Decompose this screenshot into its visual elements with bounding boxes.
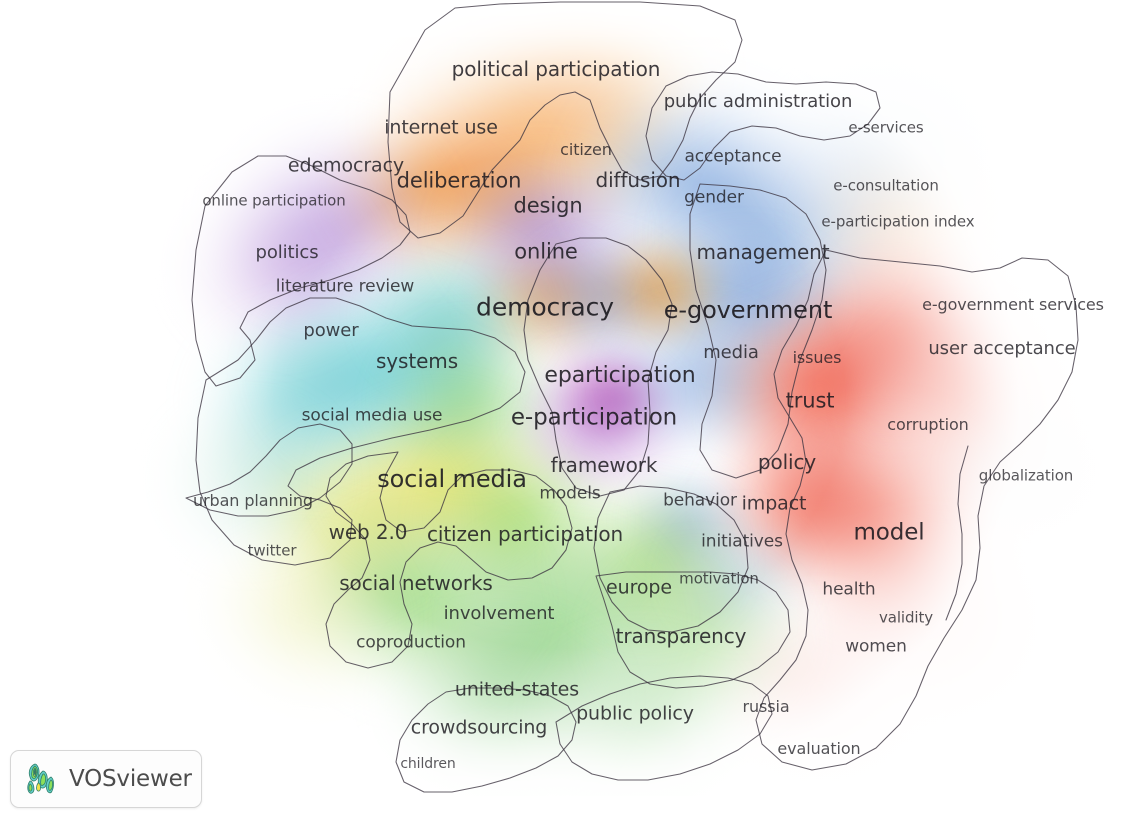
term-label[interactable]: politics [255, 242, 319, 263]
term-label[interactable]: online [514, 239, 578, 264]
term-label[interactable]: e-participation [510, 404, 678, 431]
term-label[interactable]: united-states [454, 678, 580, 701]
term-label[interactable]: framework [550, 453, 658, 477]
term-label[interactable]: behavior [663, 490, 737, 511]
term-label[interactable]: europe [606, 576, 672, 599]
density-blob-icon [27, 763, 54, 794]
term-label[interactable]: twitter [247, 541, 297, 560]
term-label[interactable]: literature review [275, 276, 415, 297]
term-label[interactable]: power [303, 320, 359, 341]
term-label[interactable]: validity [878, 608, 934, 627]
term-label[interactable]: transparency [615, 624, 747, 648]
term-label[interactable]: gender [684, 187, 744, 208]
term-label[interactable]: media [703, 342, 759, 363]
term-label[interactable]: systems [375, 349, 459, 373]
term-label[interactable]: models [539, 483, 601, 504]
term-label[interactable]: coproduction [356, 632, 466, 653]
term-label[interactable]: motivation [679, 569, 759, 588]
term-label[interactable]: initiatives [701, 531, 783, 552]
term-label[interactable]: citizen participation [426, 522, 624, 546]
term-label[interactable]: political participation [451, 57, 661, 81]
term-label[interactable]: globalization [978, 466, 1074, 485]
term-label[interactable]: acceptance [684, 146, 782, 167]
term-label[interactable]: public policy [576, 702, 694, 725]
term-label[interactable]: impact [741, 492, 807, 515]
term-label[interactable]: public administration [663, 91, 853, 112]
term-label[interactable]: issues [792, 348, 842, 367]
term-label[interactable]: eparticipation [544, 363, 696, 388]
term-label[interactable]: e-consultation [833, 176, 939, 195]
term-label[interactable]: model [853, 519, 925, 546]
term-label[interactable]: social media use [301, 405, 443, 426]
term-label[interactable]: citizen [560, 140, 612, 159]
term-label[interactable]: internet use [384, 116, 498, 139]
vosviewer-logo-panel[interactable]: VOSviewer [10, 750, 202, 808]
term-label[interactable]: social networks [339, 571, 493, 595]
term-label[interactable]: online participation [202, 191, 346, 210]
term-label[interactable]: urban planning [193, 491, 313, 510]
term-label[interactable]: design [513, 193, 583, 218]
term-label[interactable]: trust [785, 388, 835, 413]
term-label[interactable]: deliberation [396, 168, 522, 193]
term-label[interactable]: edemocracy [287, 154, 405, 177]
term-label[interactable]: e-participation index [821, 212, 975, 231]
term-label[interactable]: democracy [476, 292, 614, 322]
term-label[interactable]: management [696, 240, 830, 264]
term-label[interactable]: social media [377, 465, 527, 493]
term-label[interactable]: diffusion [595, 168, 681, 192]
term-label[interactable]: user acceptance [928, 338, 1076, 359]
term-label[interactable]: web 2.0 [328, 520, 408, 544]
term-label[interactable]: crowdsourcing [410, 716, 548, 739]
term-label[interactable]: e-services [848, 118, 924, 137]
term-label[interactable]: women [845, 636, 907, 657]
term-label[interactable]: evaluation [777, 739, 861, 758]
term-label[interactable]: e-government [663, 296, 833, 324]
term-label[interactable]: corruption [887, 415, 969, 434]
term-label[interactable]: health [822, 579, 876, 600]
term-label[interactable]: e-government services [922, 295, 1104, 314]
term-label[interactable]: involvement [443, 603, 555, 624]
vosviewer-logo-label: VOSviewer [69, 766, 192, 792]
term-label[interactable]: policy [757, 450, 817, 474]
term-label[interactable]: children [400, 756, 456, 772]
term-label[interactable]: russia [742, 697, 790, 716]
